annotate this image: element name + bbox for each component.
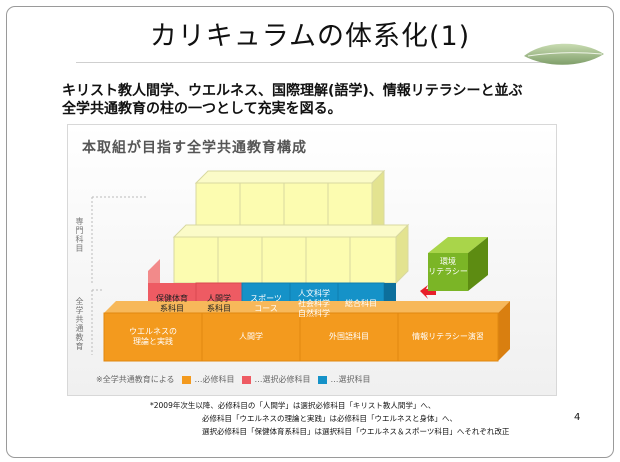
body-line-1: キリスト教人間学、ウエルネス、国際理解(語学)、情報リテラシーと並ぶ [62, 83, 523, 99]
footnote-line-1: *2009年次生以降、必修科目の「人間学」は選択必修科目「キリスト教人間学」へ、 [150, 401, 436, 410]
environment-cube [428, 237, 488, 291]
block-environment-literacy: 環境 リテラシー [428, 257, 468, 276]
footnote-line-2: 必修科目「ウエルネスの理論と実践」は必修科目「ウエルネスと身体」へ、 [202, 414, 457, 423]
body-line-2: 全学共通教育の柱の一つとして充実を図る。 [62, 101, 342, 117]
block-foreign-language: 外国語科目 [329, 332, 369, 341]
legend-swatch-required [182, 375, 192, 384]
side-label-specialized: 専門科目 [75, 217, 84, 253]
arrow-icon [420, 285, 436, 299]
block-wellness: ウエルネスの 理論と実践 [129, 327, 177, 346]
legend-label-elective-required: …選択必修科目 [254, 375, 311, 384]
leaf-icon [524, 43, 604, 65]
orange-base-row [103, 301, 510, 362]
curriculum-figure: 本取組が目指す全学共通教育構成 専門科目 全学共通教育 保健体育 系科目 人間学… [67, 124, 557, 396]
legend-prefix: ※全学共通教育による [96, 375, 175, 384]
legend-swatch-elective [318, 375, 328, 384]
legend-label-required: …必修科目 [194, 375, 235, 384]
figure-title: 本取組が目指す全学共通教育構成 [82, 140, 307, 156]
block-info-literacy: 情報リテラシー演習 [412, 332, 484, 341]
block-humanities-studies: 人間学 系科目 [207, 294, 231, 313]
block-general-subjects: 総合科目 [345, 299, 377, 308]
legend-swatch-elective-required [242, 375, 252, 384]
block-diagram [91, 169, 510, 362]
yellow-middle-row [172, 223, 410, 285]
side-label-general: 全学共通教育 [75, 297, 84, 351]
yellow-top-row [194, 169, 386, 239]
page-number: 4 [574, 412, 581, 423]
legend-label-elective: …選択科目 [330, 375, 371, 384]
slide-title: カリキュラムの体系化(1) [149, 21, 471, 52]
block-health-pe: 保健体育 系科目 [156, 294, 188, 313]
body-text: キリスト教人間学、ウエルネス、国際理解(語学)、情報リテラシーと並ぶ 全学共通教… [62, 82, 523, 118]
block-ningengaku: 人間学 [239, 332, 263, 341]
legend: ※全学共通教育による …必修科目 …選択必修科目 …選択科目 [96, 374, 370, 385]
block-sciences: 人文科学 社会科学 自然科学 [298, 289, 330, 318]
title-underline [76, 62, 544, 63]
footnote-line-3: 選択必修科目「保健体育系科目」は選択科目「ウエルネス＆スポーツ科目」へそれぞれ改… [202, 427, 510, 436]
block-sports-course: スポーツ コース [250, 294, 282, 313]
